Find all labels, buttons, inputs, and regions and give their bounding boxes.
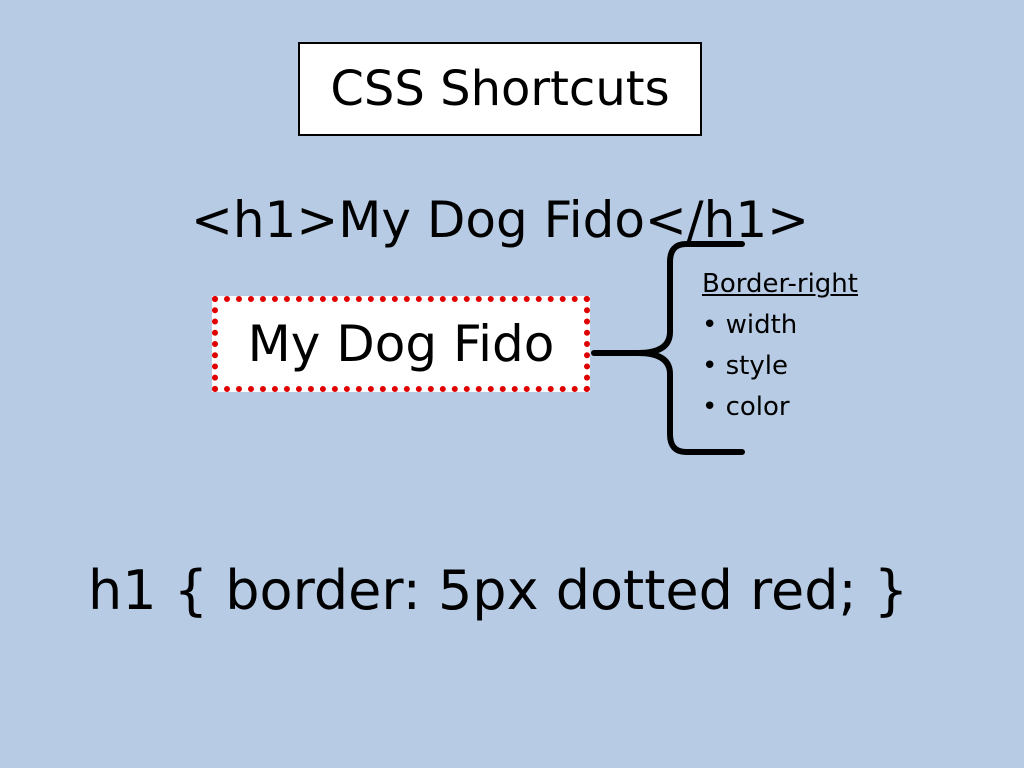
brace-list-heading: Border-right (702, 269, 858, 299)
slide-title: CSS Shortcuts (298, 42, 702, 136)
list-item: • width (702, 310, 798, 340)
css-rule-example: h1 { border: 5px dotted red; } (88, 559, 909, 622)
list-item: • style (702, 351, 788, 381)
brace-curve (635, 241, 745, 455)
html-code-example: <h1>My Dog Fido</h1> (190, 191, 810, 249)
demo-dotted-heading: My Dog Fido (212, 296, 590, 392)
border-right-properties-list: Border-right • width • style • color (702, 264, 858, 428)
list-item: • color (702, 392, 790, 422)
curly-brace-icon (591, 241, 745, 455)
